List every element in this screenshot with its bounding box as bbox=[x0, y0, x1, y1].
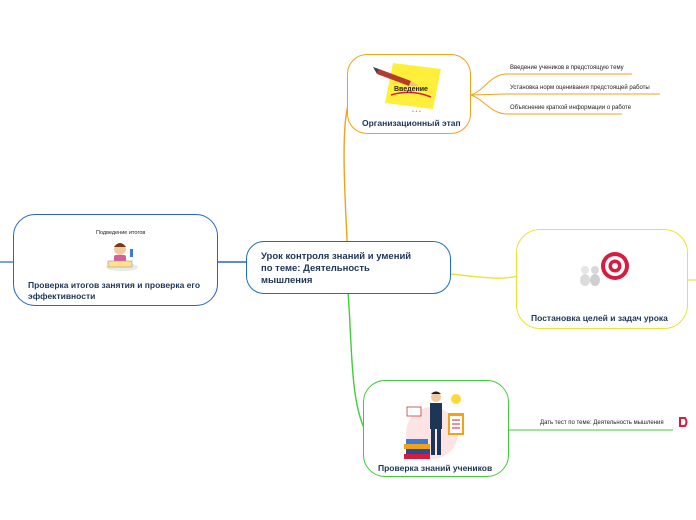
link-org-leaf-2 bbox=[470, 93, 507, 96]
pencil-icon bbox=[373, 63, 441, 109]
org-image-dots: • • • bbox=[412, 109, 421, 115]
org-node[interactable]: Введение • • • Организационный этап bbox=[347, 54, 471, 134]
central-node[interactable]: Урок контроля знаний и умений по теме: Д… bbox=[246, 241, 451, 294]
check-leaf-1[interactable]: Дать тест по теме: Деятельность мышления bbox=[540, 420, 664, 426]
summary-label-line-1: Проверка итогов занятия и проверка его bbox=[28, 280, 201, 290]
central-title-line-1: Урок контроля знаний и умений bbox=[261, 251, 412, 262]
check-node[interactable]: Проверка знаний учеников bbox=[363, 380, 509, 477]
link-goals bbox=[449, 273, 519, 279]
org-leaf-2[interactable]: Установка норм оценивания предстоящей ра… bbox=[510, 85, 650, 91]
org-image-text: Введение bbox=[394, 86, 428, 93]
link-org-leaf-3 bbox=[470, 94, 507, 115]
goals-node[interactable]: Постановка целей и задач урока bbox=[516, 229, 688, 329]
goals-label: Постановка целей и задач урока bbox=[531, 313, 668, 323]
summary-node[interactable]: Подведение итогов Проверка итогов заняти… bbox=[13, 214, 218, 306]
central-title-line-2: по теме: Деятельность bbox=[261, 263, 370, 274]
org-leaf-3[interactable]: Объяснение краткой информации о работе bbox=[510, 105, 632, 111]
summary-image-caption: Подведение итогов bbox=[96, 230, 146, 236]
central-title-line-3: мышления bbox=[261, 275, 313, 286]
org-leaf-1[interactable]: Введение учеников в предстоящую тему bbox=[510, 65, 624, 71]
link-check bbox=[347, 291, 366, 431]
teacher-icon bbox=[404, 391, 464, 459]
link-org-leaf-1 bbox=[470, 73, 507, 96]
target-icon bbox=[580, 252, 629, 286]
child-reading-icon bbox=[106, 243, 138, 271]
summary-label-line-2: эффективности bbox=[28, 291, 96, 301]
edge-marker-icon bbox=[679, 417, 688, 427]
check-label: Проверка знаний учеников bbox=[378, 463, 493, 473]
org-label: Организационный этап bbox=[362, 118, 461, 128]
